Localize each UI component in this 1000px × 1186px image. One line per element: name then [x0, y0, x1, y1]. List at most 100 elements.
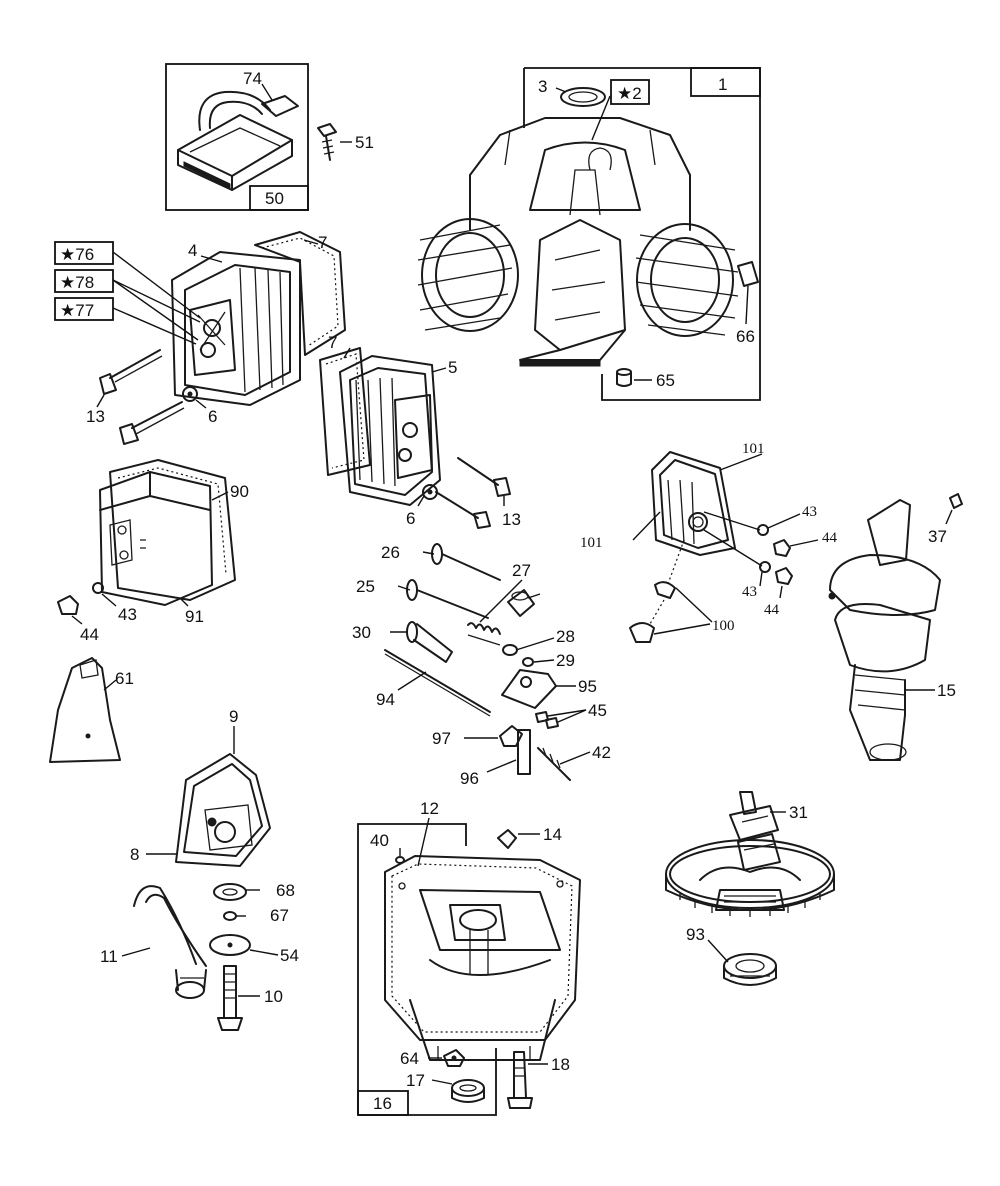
label-54: 54 [280, 946, 299, 965]
cylinder-head-5 [339, 355, 441, 506]
bolt-13c [457, 457, 511, 497]
label-94: 94 [376, 690, 395, 709]
valve-train-group: 26 25 27 30 28 29 94 95 45 97 42 96 [352, 543, 611, 788]
label-28: 28 [556, 627, 575, 646]
box-16-frame [357, 823, 467, 1115]
valve-cover-101 [651, 451, 736, 556]
box-16-label-frame [357, 1090, 409, 1116]
rocker-arm-95 [501, 669, 557, 709]
washer-43a [92, 582, 104, 594]
valve-spring-27 [467, 622, 501, 646]
nut-44b [773, 539, 791, 557]
label-17: 17 [406, 1071, 425, 1090]
label-37: 37 [928, 527, 947, 546]
gear-93 [723, 953, 777, 986]
label-64: 64 [400, 1049, 419, 1068]
label-6a: 6 [208, 407, 217, 426]
crankcase-cover-12 [384, 855, 581, 1061]
bolt-13a [99, 349, 163, 395]
air-guide-61 [49, 657, 121, 763]
label-101b: 101 [580, 535, 603, 551]
label-93: 93 [686, 925, 705, 944]
label-13b: 13 [502, 510, 521, 529]
label-3: 3 [538, 77, 547, 96]
label-43a: 43 [118, 605, 137, 624]
label-10: 10 [264, 987, 283, 1006]
crankshaft-15-group: 37 15 [828, 493, 963, 761]
box-76-frame [54, 241, 114, 265]
label-50: 50 [265, 189, 284, 208]
label-6b: 6 [406, 509, 415, 528]
box-78-frame [54, 269, 114, 293]
valve-cover-gasket-90 [109, 459, 236, 601]
shaft-96 [517, 729, 531, 775]
label-25: 25 [356, 577, 375, 596]
label-2: ★2 [617, 84, 642, 103]
label-68: 68 [276, 881, 295, 900]
cylinder-head-5-group: 7 5 13 6 [319, 333, 521, 529]
label-15: 15 [937, 681, 956, 700]
label-43b: 43 [802, 504, 817, 520]
label-13a: 13 [86, 407, 105, 426]
label-8: 8 [130, 845, 139, 864]
oil-pan-8 [175, 753, 271, 867]
label-29: 29 [556, 651, 575, 670]
crankcase [417, 87, 739, 367]
key-37 [949, 493, 963, 509]
washer-6b [422, 484, 438, 500]
label-43c: 43 [742, 584, 757, 600]
breather-100 [629, 539, 685, 643]
push-rod-94 [384, 649, 491, 717]
label-100: 100 [712, 618, 735, 634]
ignition-coil-group: 74 51 50 [165, 63, 374, 211]
nut-44c [775, 567, 793, 585]
label-5: 5 [448, 358, 457, 377]
bolt-14 [497, 829, 517, 849]
push-rod-guide-30 [406, 621, 453, 663]
label-44a: 44 [80, 625, 99, 644]
drain-plug-10 [217, 965, 243, 1031]
label-44b: 44 [822, 530, 838, 546]
label-91: 91 [185, 607, 204, 626]
label-51: 51 [355, 133, 374, 152]
screw-51 [317, 123, 337, 161]
valve-26 [431, 543, 501, 581]
dowel-65 [616, 368, 632, 387]
box-50-label-frame [249, 185, 309, 211]
retainer-28 [502, 644, 518, 656]
bolt-13d [435, 491, 491, 529]
seal-68 [213, 883, 247, 901]
box-1-label-frame [690, 67, 761, 97]
box-77-frame [54, 297, 114, 321]
seal-40 [395, 856, 405, 864]
lifter-75 [507, 589, 535, 617]
camshaft-31 [665, 791, 835, 917]
label-101a: 101 [742, 441, 765, 457]
label-9: 9 [229, 707, 238, 726]
label-7b: 7 [328, 333, 337, 352]
label-26: 26 [381, 543, 400, 562]
label-27: 27 [512, 561, 531, 580]
label-30: 30 [352, 623, 371, 642]
ignition-coil [177, 90, 299, 191]
washer-54 [209, 934, 251, 956]
nut-44a [57, 595, 79, 615]
box-1-frame [524, 67, 761, 401]
screw-42 [537, 747, 571, 781]
lower-left-group: 61 9 8 [49, 657, 299, 1031]
head-gasket-7b [319, 347, 371, 476]
label-96: 96 [460, 769, 479, 788]
nuts-45 [535, 711, 559, 729]
cylinder-head-4-group: ★76 ★78 ★77 [54, 231, 346, 445]
crankcase-group: 3 ★2 1 66 65 [417, 67, 761, 401]
washer-6a [182, 386, 198, 402]
crankshaft-15 [828, 499, 941, 761]
label-45: 45 [588, 701, 607, 720]
valve-cover-101-group: 101 101 43 44 43 44 100 [580, 441, 838, 643]
label-14: 14 [543, 825, 562, 844]
label-65: 65 [656, 371, 675, 390]
tappet-29 [522, 657, 534, 667]
label-95: 95 [578, 677, 597, 696]
label-97: 97 [432, 729, 451, 748]
